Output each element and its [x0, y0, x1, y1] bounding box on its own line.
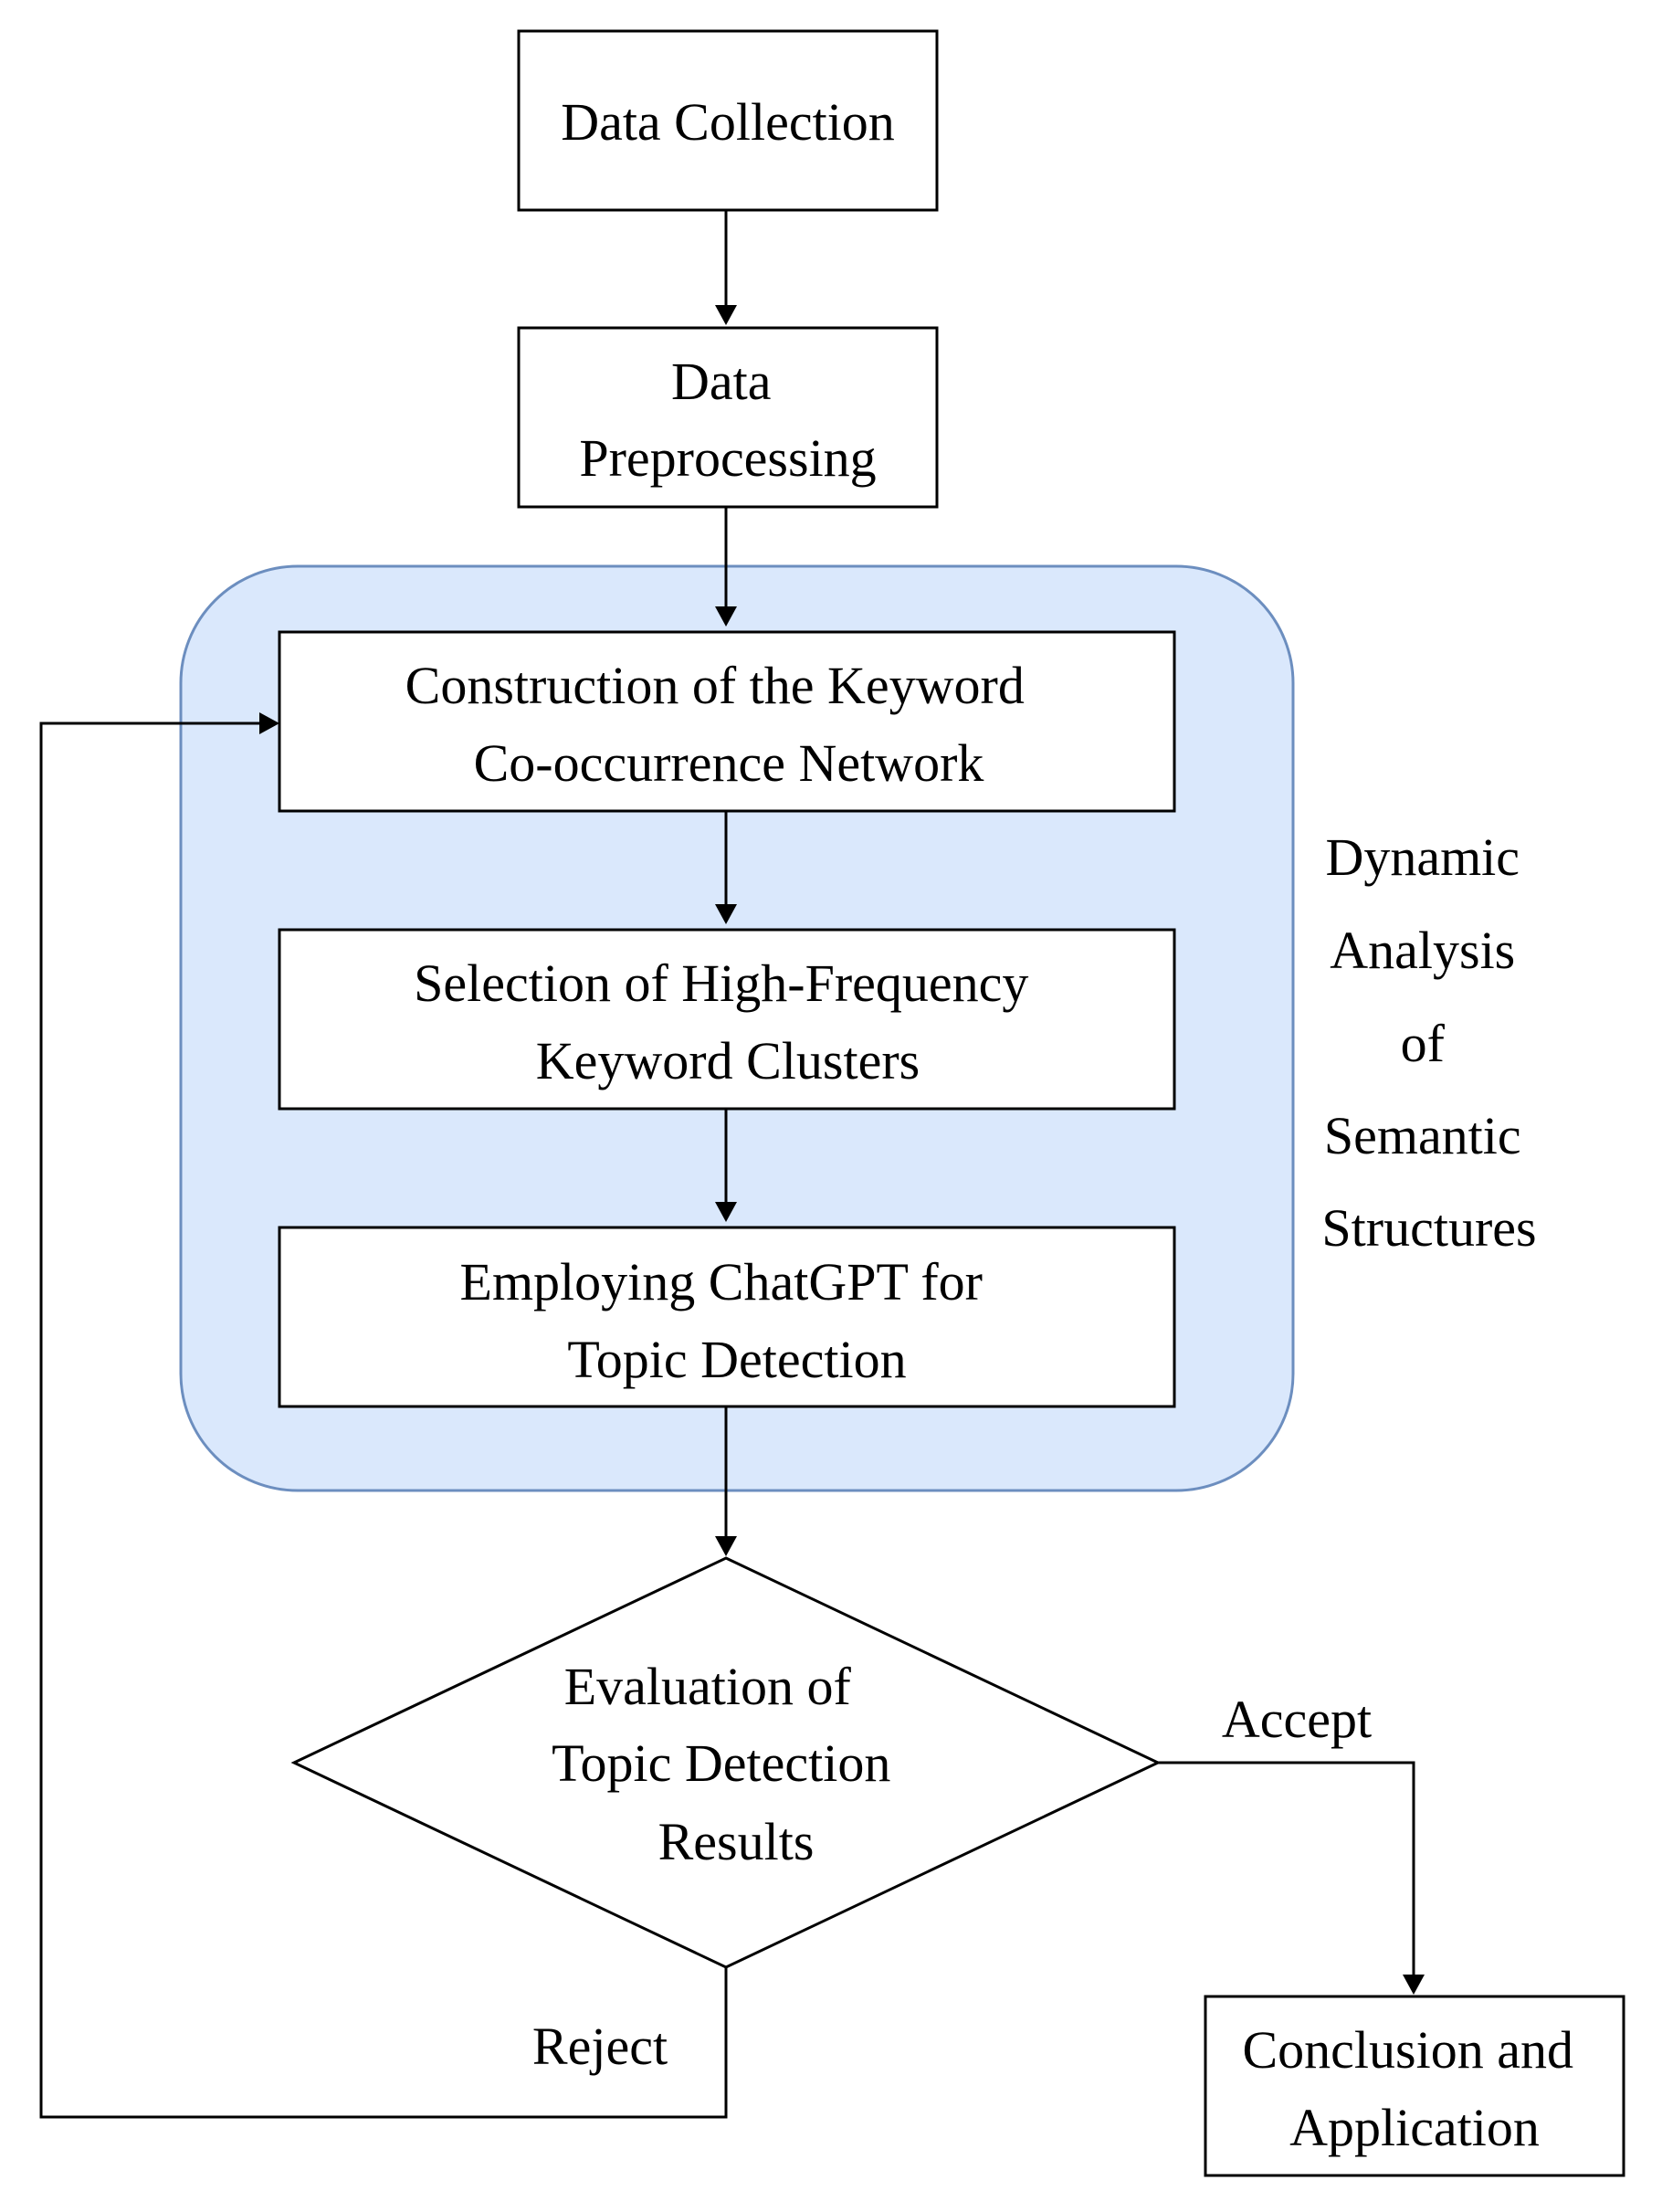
chatgpt-detection-line-1: Employing ChatGPT for — [460, 1252, 983, 1311]
chatgpt-detection-line-2: Topic Detection — [567, 1330, 906, 1389]
keyword-network-line-1: Construction of the Keyword — [405, 656, 1025, 715]
arrowhead-down — [715, 1536, 737, 1556]
group-label-line-1: Dynamic — [1325, 827, 1520, 887]
conclusion-box — [1204, 1995, 1625, 2177]
conclusion-line-2: Application — [1289, 2098, 1540, 2157]
evaluation-line-1: Evaluation of — [564, 1657, 852, 1716]
node-chatgpt-detection: Employing ChatGPT for Topic Detection — [278, 1226, 1176, 1408]
arrowhead-down — [715, 904, 737, 924]
group-label-line-3: of — [1401, 1014, 1446, 1073]
keyword-network-label: Construction of the Keyword Co-occurrenc… — [405, 656, 1038, 793]
group-label-line-5: Structures — [1321, 1198, 1536, 1258]
data-collection-label: Data Collection — [561, 92, 895, 152]
group-label-line-2: Analysis — [1330, 921, 1515, 980]
keyword-clusters-label: Selection of High-Frequency Keyword Clus… — [414, 953, 1042, 1090]
keyword-clusters-line-1: Selection of High-Frequency — [414, 953, 1028, 1013]
data-collection-line-1: Data Collection — [561, 92, 895, 152]
connectors — [39, 210, 1425, 2119]
evaluation-label: Evaluation of Topic Detection Results — [552, 1657, 904, 1871]
evaluation-line-2: Topic Detection — [552, 1733, 890, 1793]
node-keyword-clusters: Selection of High-Frequency Keyword Clus… — [278, 928, 1176, 1111]
node-conclusion: Conclusion and Application — [1204, 1995, 1625, 2177]
evaluation-line-3: Results — [658, 1812, 815, 1871]
reject-label: Reject — [532, 2017, 668, 2076]
arrowhead-down — [715, 606, 737, 627]
evaluation-diamond — [290, 1556, 1162, 1969]
data-collection-box — [517, 29, 939, 212]
data-preprocessing-box — [517, 326, 939, 509]
arrowhead-right — [259, 712, 279, 734]
node-data-collection: Data Collection — [517, 29, 939, 212]
group-label-line-4: Semantic — [1324, 1106, 1521, 1165]
data-preprocessing-line-2: Preprocessing — [579, 428, 876, 488]
conclusion-line-1: Conclusion and — [1243, 2020, 1573, 2080]
keyword-network-box — [278, 630, 1176, 813]
node-keyword-network: Construction of the Keyword Co-occurrenc… — [278, 630, 1176, 813]
data-preprocessing-line-1: Data — [671, 352, 772, 411]
keyword-network-line-2: Co-occurrence Network — [474, 733, 984, 793]
keyword-clusters-line-2: Keyword Clusters — [536, 1031, 920, 1090]
chatgpt-detection-label: Employing ChatGPT for Topic Detection — [460, 1252, 996, 1389]
data-preprocessing-label: Data Preprocessing — [579, 352, 876, 488]
keyword-clusters-box — [278, 928, 1176, 1111]
chatgpt-detection-box — [278, 1226, 1176, 1408]
node-data-preprocessing: Data Preprocessing — [517, 326, 939, 509]
node-evaluation: Evaluation of Topic Detection Results — [290, 1556, 1162, 1969]
arrowhead-down — [715, 1202, 737, 1222]
conclusion-label: Conclusion and Application — [1243, 2020, 1587, 2157]
edge-reject — [39, 722, 728, 2119]
edge-accept — [1158, 1761, 1415, 1978]
accept-label: Accept — [1222, 1690, 1372, 1749]
group-label: Dynamic Analysis of Semantic Structures — [1321, 827, 1536, 1258]
arrowhead-down — [715, 305, 737, 325]
arrowhead-down — [1403, 1975, 1425, 1995]
